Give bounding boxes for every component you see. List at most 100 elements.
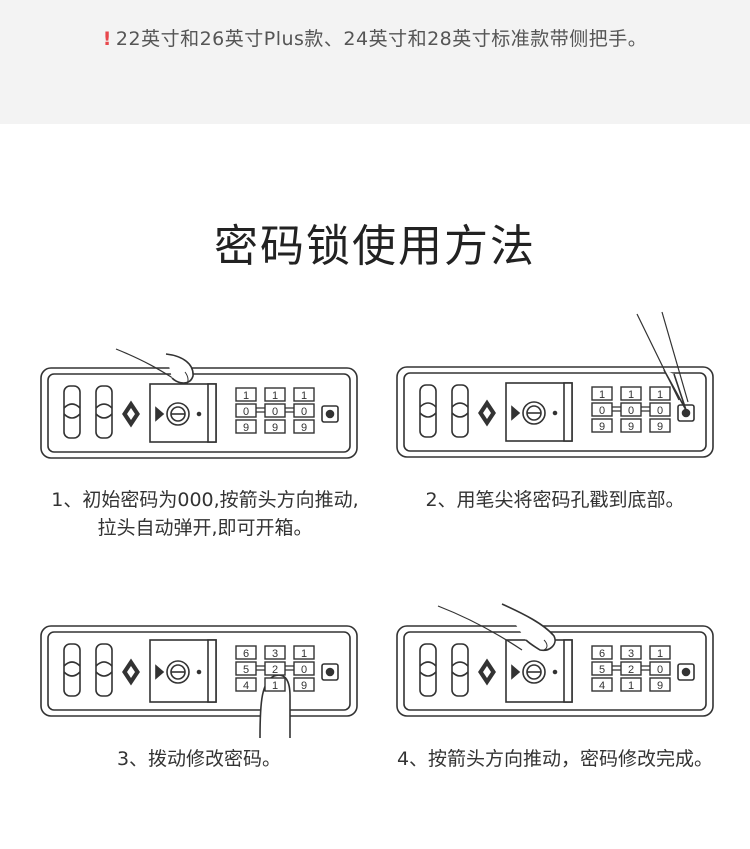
wheel-digit-box <box>649 661 671 676</box>
lock-illustration-4: 6 5 4 3 2 1 1 0 9 <box>394 600 716 725</box>
step-4-text: 4、按箭头方向推动，密码修改完成。 <box>396 748 714 770</box>
lock-svg-3: 6 5 4 3 2 1 1 0 9 <box>40 625 358 739</box>
wheel-digit: 0 <box>628 405 634 417</box>
wheel-digit-box <box>591 645 613 660</box>
wheel-digit-box <box>264 677 286 692</box>
wheel-digit: 6 <box>243 648 249 660</box>
wheel-digit: 1 <box>301 390 307 402</box>
wheel-digit: 6 <box>599 648 605 660</box>
page-title: 密码锁使用方法 <box>214 221 536 272</box>
wheel-digit-box <box>591 677 613 692</box>
wheel-digit-box <box>591 418 613 433</box>
wheel-digit: 2 <box>272 664 278 676</box>
wheel-digit: 0 <box>657 664 663 676</box>
step-3-text: 3、拨动修改密码。 <box>116 748 282 770</box>
wheel-digit-box <box>649 402 671 417</box>
wheel-digit-box <box>235 677 257 692</box>
wheel-digit: 0 <box>243 406 249 418</box>
lock-illustration-1: 1 0 9 1 0 9 1 0 9 <box>38 340 360 465</box>
wheel-digit: 2 <box>628 664 634 676</box>
wheel-digit: 4 <box>599 680 605 692</box>
wheel-digit-box <box>620 645 642 660</box>
step-2-caption: 2、用笔尖将密码孔戳到底部。 <box>394 486 716 514</box>
wheel-digit: 1 <box>301 648 307 660</box>
wheel-digit: 1 <box>599 389 605 401</box>
wheel-digit-box <box>264 387 286 402</box>
wheel-digit-box <box>649 386 671 401</box>
wheel-digit: 9 <box>628 421 634 433</box>
wheel-digit-box <box>591 402 613 417</box>
step-1-text-line1: 1、初始密码为000,按箭头方向推动, <box>51 489 359 511</box>
wheel-digit-box <box>591 386 613 401</box>
wheel-digit: 3 <box>628 648 634 660</box>
wheel-digit: 3 <box>272 648 278 660</box>
wheel-digit: 9 <box>301 422 307 434</box>
wheel-connector <box>641 406 650 412</box>
wheel-digit: 1 <box>272 680 278 692</box>
wheel-digit-box <box>649 645 671 660</box>
lock-svg-1: 1 0 9 1 0 9 1 0 9 <box>40 348 358 459</box>
wheel-digit: 0 <box>301 664 307 676</box>
wheel-digit-box <box>293 403 315 418</box>
wheel-digit: 0 <box>599 405 605 417</box>
wheel-digit-box <box>649 418 671 433</box>
wheel-digit: 1 <box>272 390 278 402</box>
wheel-digit-box <box>264 403 286 418</box>
wheel-digit: 5 <box>243 664 249 676</box>
wheel-digit-box <box>620 386 642 401</box>
wheel-connector <box>612 406 621 412</box>
step-1-caption: 1、初始密码为000,按箭头方向推动, 拉头自动弹开,即可开箱。 <box>20 486 390 542</box>
wheel-digit-box <box>620 402 642 417</box>
step-4-caption: 4、按箭头方向推动，密码修改完成。 <box>370 745 740 773</box>
wheel-digit: 9 <box>301 680 307 692</box>
step-1-text-line2: 拉头自动弹开,即可开箱。 <box>97 517 313 539</box>
wheel-digit-box <box>293 387 315 402</box>
wheel-connector <box>285 665 294 671</box>
wheel-digit-box <box>620 661 642 676</box>
notice-band <box>0 0 750 124</box>
wheel-digit: 0 <box>272 406 278 418</box>
wheel-connector <box>256 407 265 413</box>
wheel-digit-box <box>235 403 257 418</box>
wheel-digit: 1 <box>628 389 634 401</box>
wheel-connector <box>641 665 650 671</box>
wheel-digit-box <box>235 661 257 676</box>
lock-illustration-3: 6 5 4 3 2 1 1 0 9 <box>38 620 360 740</box>
wheel-digit-box <box>264 419 286 434</box>
wheel-digit-box <box>293 419 315 434</box>
wheel-digit-box <box>620 418 642 433</box>
wheel-digit-box <box>293 661 315 676</box>
wheel-digit: 5 <box>599 664 605 676</box>
step-3-caption: 3、拨动修改密码。 <box>38 745 360 773</box>
wheel-digit-box <box>293 645 315 660</box>
wheel-digit: 1 <box>657 648 663 660</box>
wheel-digit: 9 <box>657 680 663 692</box>
step-2-text: 2、用笔尖将密码孔戳到底部。 <box>425 489 685 511</box>
wheel-digit: 9 <box>243 422 249 434</box>
wheel-digit-box <box>620 677 642 692</box>
wheel-connector <box>612 665 621 671</box>
wheel-digit: 0 <box>301 406 307 418</box>
wheel-digit-box <box>235 419 257 434</box>
notice-text: 22英寸和26英寸Plus款、24英寸和28英寸标准款带侧把手。 <box>115 28 648 50</box>
wheel-digit-box <box>293 677 315 692</box>
wheel-digit: 1 <box>243 390 249 402</box>
wheel-digit: 1 <box>628 680 634 692</box>
wheel-digit-box <box>264 661 286 676</box>
wheel-digit-box <box>264 645 286 660</box>
wheel-digit: 9 <box>599 421 605 433</box>
wheel-digit: 4 <box>243 680 249 692</box>
wheel-connector <box>256 665 265 671</box>
wheel-digit-box <box>649 677 671 692</box>
wheel-digit-box <box>591 661 613 676</box>
wheel-connector <box>285 407 294 413</box>
wheel-digit-box <box>235 387 257 402</box>
lock-svg-4: 6 5 4 3 2 1 1 0 9 <box>396 603 714 717</box>
exclamation-icon: ! <box>102 28 112 50</box>
wheel-digit: 1 <box>657 389 663 401</box>
notice: !22英寸和26英寸Plus款、24英寸和28英寸标准款带侧把手。 <box>0 24 750 51</box>
wheel-digit-box <box>235 645 257 660</box>
wheel-digit: 9 <box>272 422 278 434</box>
